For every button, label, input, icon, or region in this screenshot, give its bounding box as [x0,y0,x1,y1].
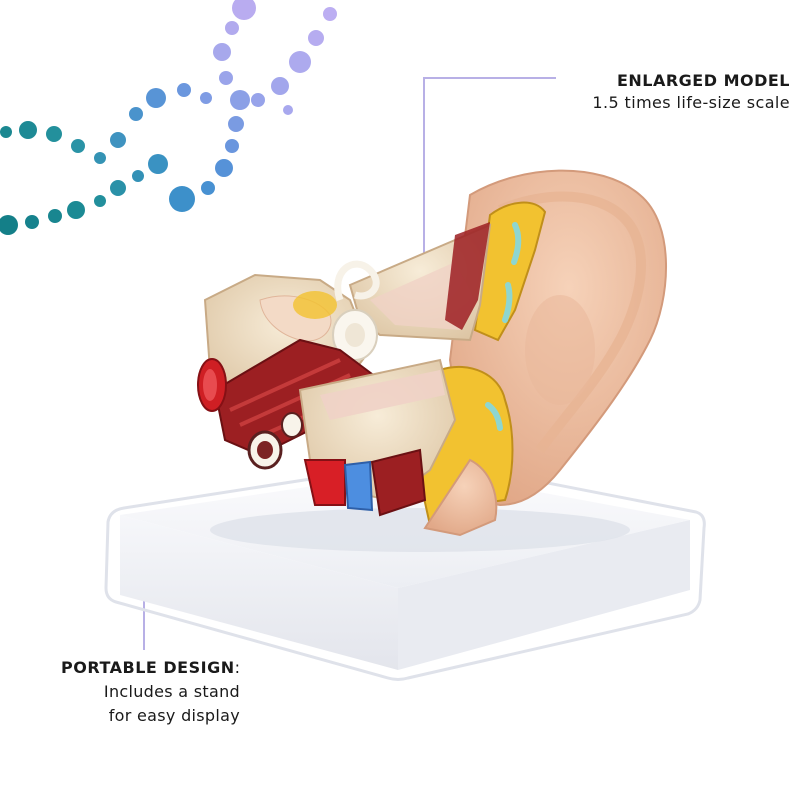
portable-design-heading: PORTABLE DESIGN [61,658,235,677]
portable-design-callout: PORTABLE DESIGN: Includes a stand for ea… [40,656,240,728]
portable-design-colon: : [234,658,240,677]
portable-design-description-line1: Includes a stand [103,682,240,701]
portable-design-description-line2: for easy display [108,706,240,725]
enlarged-model-heading: ENLARGED MODEL [616,71,790,90]
enlarged-model-description: 1.5 times life-size scale [592,93,790,112]
ear-anatomy-model [197,169,667,552]
enlarged-model-callout: ENLARGED MODEL 1.5 times life-size scale [520,70,790,114]
dotted-helix-decoration [0,0,337,235]
leader-line-enlarged-model [423,77,556,262]
